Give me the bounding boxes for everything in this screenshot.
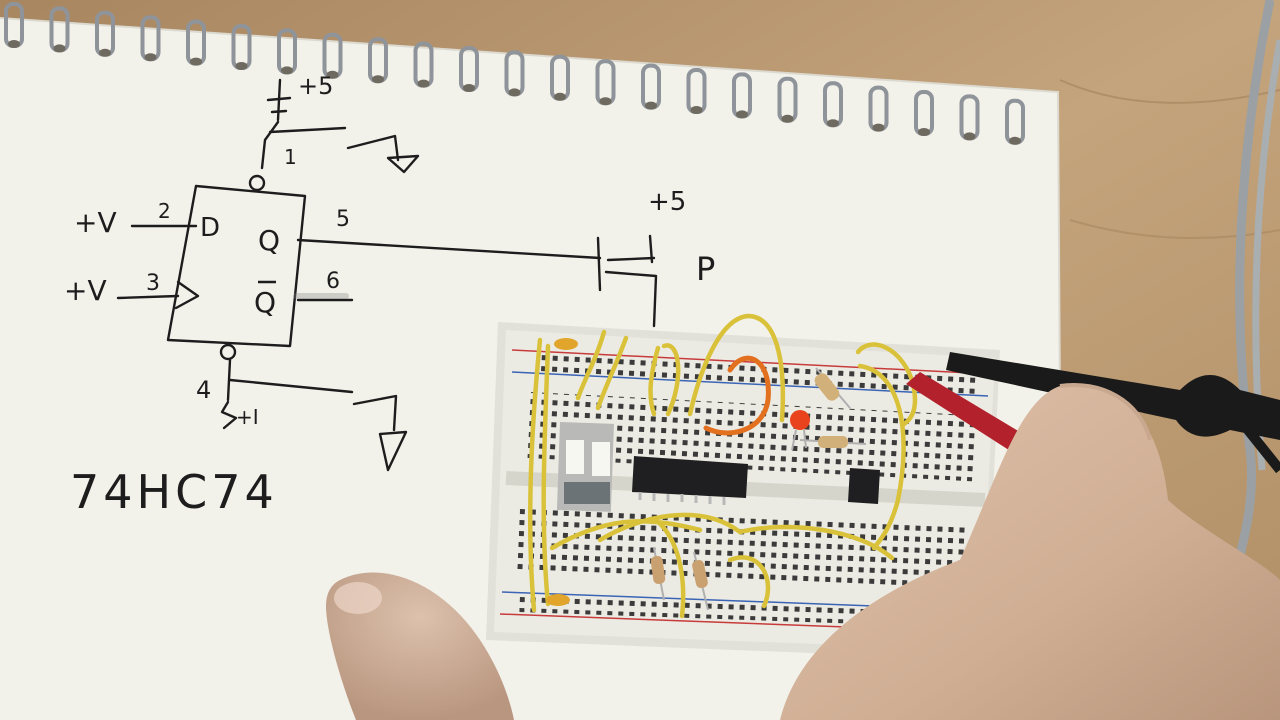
binding-hole bbox=[554, 92, 566, 101]
ground-symbol-icon bbox=[386, 154, 420, 174]
input-clk-supply-label: +V bbox=[64, 274, 107, 307]
resistor bbox=[799, 436, 867, 448]
capacitor bbox=[554, 338, 578, 350]
binding-hole bbox=[918, 128, 930, 136]
binding-hole bbox=[599, 97, 612, 106]
resistor bbox=[650, 547, 666, 601]
pin4-label: 4 bbox=[196, 376, 211, 404]
supply-right-label: +5 bbox=[648, 187, 686, 217]
clock-triangle-icon bbox=[174, 280, 200, 310]
pin1-label: 1 bbox=[284, 145, 297, 169]
binding-hole bbox=[281, 66, 293, 75]
label-d: D bbox=[200, 213, 220, 243]
binding-hole bbox=[963, 132, 976, 141]
resistor bbox=[692, 551, 709, 611]
binding-hole bbox=[827, 119, 839, 128]
binding-hole bbox=[53, 44, 66, 53]
hole-grid-top-rail bbox=[538, 352, 980, 397]
binding-hole bbox=[99, 48, 111, 57]
label-q: Q bbox=[258, 224, 280, 257]
binding-hole bbox=[645, 101, 657, 110]
dip-switch-module bbox=[556, 421, 614, 512]
small-ic bbox=[848, 468, 880, 504]
capacitor bbox=[546, 594, 570, 606]
label-qbar: Q bbox=[254, 286, 276, 319]
hand bbox=[780, 383, 1280, 720]
binding-hole bbox=[1009, 136, 1021, 145]
spiral-binding-icon bbox=[4, 2, 1025, 145]
flip-flop-box bbox=[166, 184, 307, 348]
binding-hole bbox=[235, 62, 248, 70]
jumper-wires bbox=[527, 313, 918, 619]
binding-hole bbox=[690, 106, 703, 114]
resistor-label: +I bbox=[236, 405, 259, 429]
orange-wire bbox=[703, 355, 771, 436]
transistor-type-label: P bbox=[696, 250, 715, 288]
pin6-label: 6 bbox=[326, 269, 340, 294]
input-d-supply-label: +V bbox=[74, 206, 117, 239]
binding-hole bbox=[144, 53, 157, 62]
binding-hole bbox=[508, 88, 521, 97]
binding-hole bbox=[463, 84, 475, 92]
pin5-label: 5 bbox=[336, 207, 350, 232]
binding-hole bbox=[326, 70, 339, 79]
binding-hole bbox=[417, 79, 430, 88]
supply-top-label: +5 bbox=[298, 72, 333, 100]
binding-hole bbox=[8, 40, 20, 48]
pin2-label: 2 bbox=[158, 199, 171, 223]
chip-part-number: 74HC74 bbox=[70, 465, 278, 519]
resistor bbox=[814, 367, 851, 409]
binding-hole bbox=[781, 114, 794, 123]
hole-grid-bottom bbox=[517, 508, 970, 593]
binding-hole bbox=[190, 57, 202, 66]
pin3-label: 3 bbox=[146, 271, 160, 296]
binding-hole bbox=[872, 123, 885, 132]
binding-hole bbox=[372, 75, 384, 84]
hole-grid-bottom-rail bbox=[519, 591, 960, 628]
dip-chip-74hc74 bbox=[632, 456, 748, 505]
binding-hole bbox=[736, 110, 748, 119]
led bbox=[790, 410, 810, 451]
